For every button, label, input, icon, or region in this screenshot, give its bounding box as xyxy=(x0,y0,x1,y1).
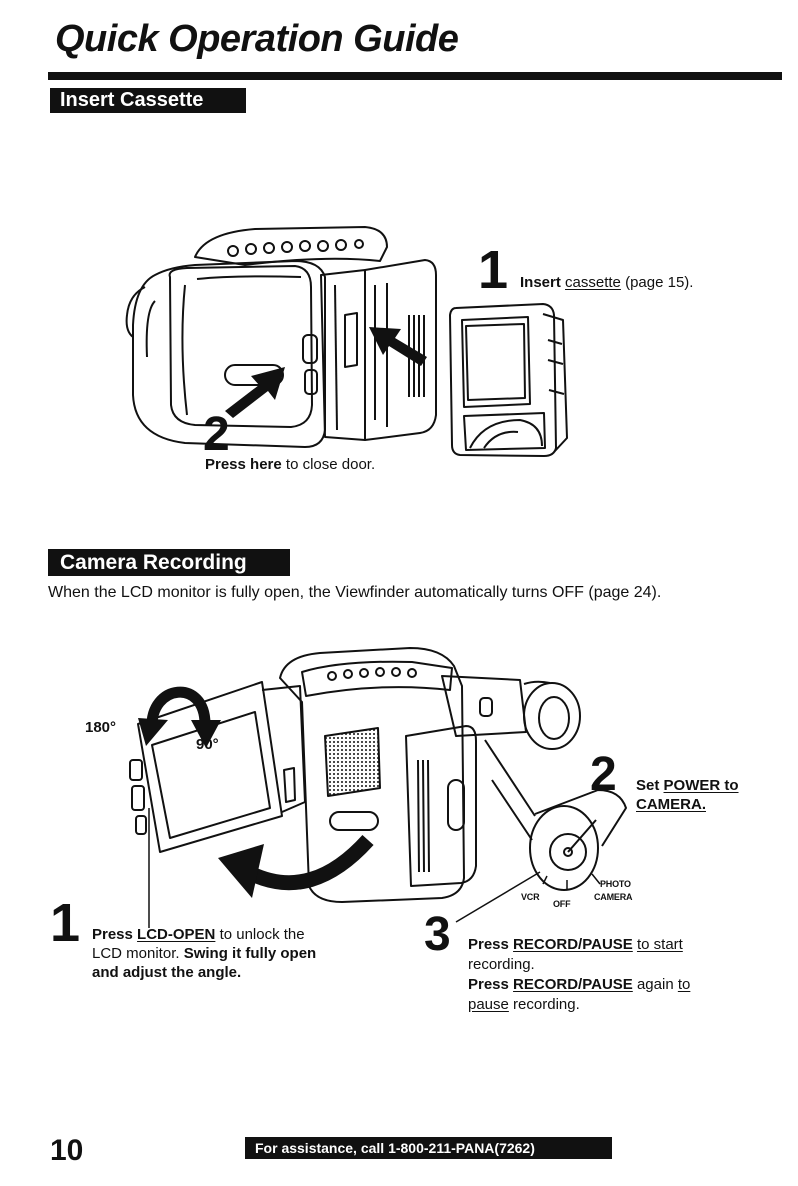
camera-step-2-text: Set POWER to CAMERA. xyxy=(636,776,739,814)
camera-body xyxy=(279,647,465,903)
side-slot xyxy=(447,779,465,831)
insert-step-1-number: 1 xyxy=(478,240,508,300)
insert-step-1-link: cassette xyxy=(565,274,621,291)
insert-step-1-rest: (page 15). xyxy=(625,274,694,291)
title-rule xyxy=(48,72,782,80)
top-control-strip xyxy=(301,660,453,697)
cassette-door xyxy=(320,269,366,441)
camera-step-3-line2: recording. xyxy=(468,956,535,973)
camera-step-1-number: 1 xyxy=(50,893,80,953)
rotation-arrow xyxy=(138,686,221,748)
lcd-panel xyxy=(137,681,283,853)
side-panel xyxy=(405,725,477,887)
page-number: 10 xyxy=(50,1134,84,1167)
insert-step-2-rest: to close door. xyxy=(285,456,376,473)
strap-button xyxy=(329,811,379,831)
hand-strap xyxy=(168,265,313,428)
camera-step-2-target-line1: POWER to xyxy=(663,777,739,794)
lcd-hinge xyxy=(261,685,306,813)
camera-step-3-line3-to: to xyxy=(677,976,691,993)
swing-open-arrow xyxy=(218,834,374,898)
viewfinder-tube xyxy=(441,675,527,737)
insert-arrow xyxy=(369,327,427,366)
camera-step-3-line4-rest: recording. xyxy=(513,996,580,1013)
cassette-illustration xyxy=(449,303,568,457)
camera-step-1-line2-start: LCD monitor. xyxy=(92,945,180,962)
camera-step-3-number: 3 xyxy=(424,908,451,961)
press-here-arrow xyxy=(225,367,285,418)
camera-step-3-line3-button: RECORD/PAUSE xyxy=(513,976,633,993)
camera-step-1-press: Press xyxy=(92,926,133,943)
switch-label-camera: CAMERA xyxy=(594,892,633,902)
power-switch-dial xyxy=(529,805,599,891)
camera-step-2-target-line2: CAMERA. xyxy=(636,796,706,813)
strap-slot xyxy=(224,364,284,386)
page-title: Quick Operation Guide xyxy=(55,18,459,60)
camera-recording-intro: When the LCD monitor is fully open, the … xyxy=(48,584,662,601)
insert-step-1-verb: Insert xyxy=(520,274,561,291)
camera-step-3-line1-press: Press xyxy=(468,936,509,953)
section-heading-camera-recording: Camera Recording xyxy=(48,549,290,576)
insert-step-1-text: Insert cassette (page 15). xyxy=(520,273,693,292)
insert-step-2-text: Press here to close door. xyxy=(205,455,375,474)
tilt-angle-label: 90° xyxy=(196,736,219,753)
camera-step-1-button: LCD-OPEN xyxy=(137,926,216,943)
camera-step-3-line1-button: RECORD/PAUSE xyxy=(513,936,633,953)
camera-step-3-line1-rest: to start xyxy=(636,936,683,953)
power-switch-cover xyxy=(534,789,627,847)
camcorder-lcd-illustration xyxy=(129,647,627,928)
camcorder-body xyxy=(132,260,326,448)
camera-step-3-line3-press: Press xyxy=(468,976,509,993)
top-buttons xyxy=(227,239,364,257)
top-control-panel xyxy=(194,226,388,266)
camera-step-3-line4-pause: pause xyxy=(468,996,509,1013)
assistance-banner: For assistance, call 1-800-211-PANA(7262… xyxy=(245,1137,612,1159)
insert-step-2-bold: Press here xyxy=(205,456,282,473)
camera-step-3-line3-again: again xyxy=(636,976,674,993)
camcorder-cassette-door-illustration xyxy=(125,226,437,448)
camera-step-2-verb: Set xyxy=(636,777,660,794)
switch-label-off: OFF xyxy=(553,899,571,909)
camera-step-2-number: 2 xyxy=(590,748,617,801)
camera-step-1-line1-rest: to unlock the xyxy=(219,926,305,943)
top-strip-buttons xyxy=(327,667,417,681)
camera-step-1-line3-bold: and adjust the angle. xyxy=(92,964,242,981)
speaker-grille xyxy=(324,727,381,797)
insert-step-2-number: 2 xyxy=(203,408,230,461)
switch-label-vcr: VCR xyxy=(521,892,540,902)
viewfinder-eyecup xyxy=(523,682,581,750)
switch-label-photo: PHOTO xyxy=(600,879,631,889)
rotate-angle-label: 180° xyxy=(85,719,117,736)
section-heading-insert-cassette: Insert Cassette xyxy=(50,88,246,113)
lcd-screen xyxy=(151,711,271,839)
camera-step-1-line2-bold: Swing it fully open xyxy=(183,945,317,962)
